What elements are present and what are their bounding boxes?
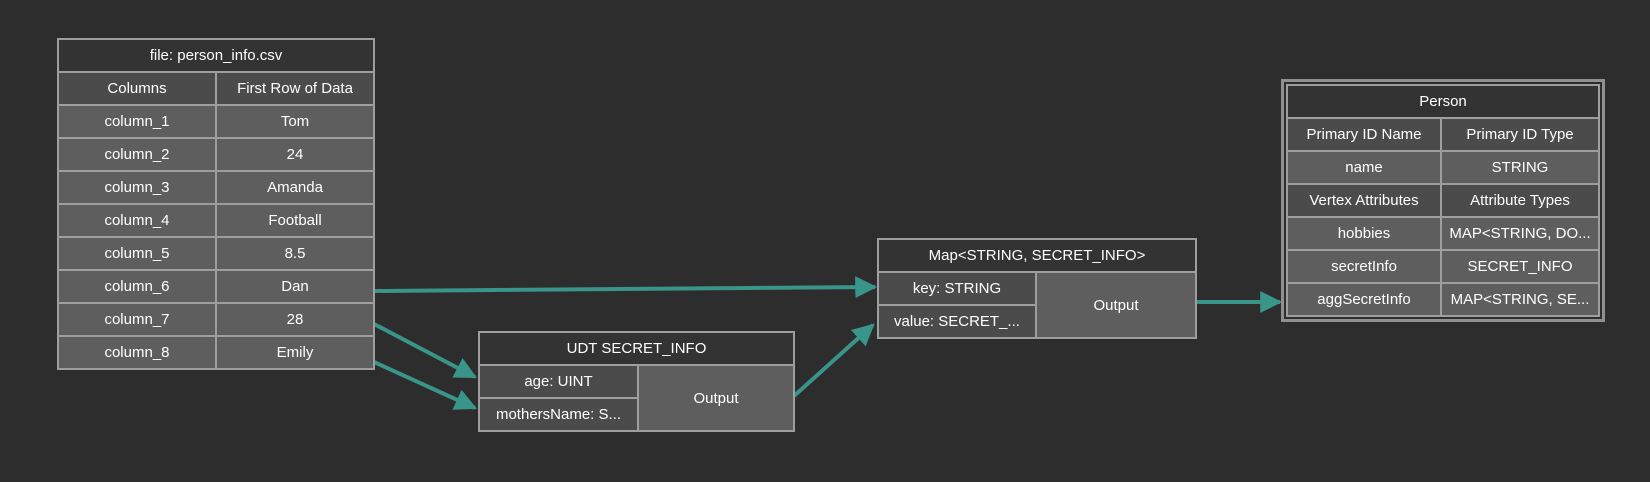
table-row: column_2 24 <box>57 137 376 172</box>
person-attr-type[interactable]: STRING <box>1440 150 1600 185</box>
person-attribute-types-header: Attribute Types <box>1440 183 1600 218</box>
map-node-title[interactable]: Map<STRING, SECRET_INFO> <box>877 238 1197 273</box>
arrow-column8-to-udt-mothersname[interactable] <box>373 360 478 410</box>
person-primary-id-name-header: Primary ID Name <box>1286 117 1442 152</box>
udt-node[interactable]: UDT SECRET_INFO age: UINT Output mothers… <box>478 331 795 432</box>
table-row: column_1 Tom <box>57 104 376 139</box>
person-attr-name[interactable]: secretInfo <box>1286 249 1442 284</box>
table-row: column_8 Emily <box>57 335 376 370</box>
person-node-title[interactable]: Person <box>1286 84 1600 119</box>
file-column-value[interactable]: Amanda <box>214 170 376 205</box>
table-row: aggSecretInfo MAP<STRING, SE... <box>1286 282 1600 317</box>
file-column-value[interactable]: Tom <box>214 104 376 139</box>
person-primary-id-type-header: Primary ID Type <box>1440 117 1600 152</box>
person-vertex-attributes-header: Vertex Attributes <box>1286 183 1442 218</box>
file-column-name[interactable]: column_4 <box>57 203 217 238</box>
map-field-key[interactable]: key: STRING <box>877 271 1037 306</box>
file-column-name[interactable]: column_1 <box>57 104 217 139</box>
map-output-cell[interactable]: Output <box>1035 271 1197 339</box>
arrow-column6-to-map-key[interactable] <box>373 276 878 299</box>
file-column-value[interactable]: 28 <box>214 302 376 337</box>
table-row: name STRING <box>1286 150 1600 185</box>
map-field-value[interactable]: value: SECRET_... <box>877 304 1037 339</box>
table-row: hobbies MAP<STRING, DO... <box>1286 216 1600 251</box>
table-row: column_6 Dan <box>57 269 376 304</box>
file-column-name[interactable]: column_3 <box>57 170 217 205</box>
file-column-name[interactable]: column_8 <box>57 335 217 370</box>
person-attr-name[interactable]: aggSecretInfo <box>1286 282 1442 317</box>
person-attr-name[interactable]: name <box>1286 150 1442 185</box>
file-column-value[interactable]: Dan <box>214 269 376 304</box>
person-attr-type[interactable]: MAP<STRING, SE... <box>1440 282 1600 317</box>
person-node-selection-frame[interactable]: Person Primary ID Name Primary ID Type n… <box>1281 79 1605 322</box>
arrow-udt-output-to-map-value[interactable] <box>792 323 875 398</box>
person-attr-type[interactable]: MAP<STRING, DO... <box>1440 216 1600 251</box>
file-column-value[interactable]: Emily <box>214 335 376 370</box>
person-attr-name[interactable]: hobbies <box>1286 216 1442 251</box>
file-node-title[interactable]: file: person_info.csv <box>56 38 376 73</box>
arrow-column7-to-udt-age[interactable] <box>373 322 477 379</box>
table-row: column_4 Football <box>57 203 376 238</box>
file-columns-header: Columns <box>57 71 217 106</box>
udt-output-cell[interactable]: Output <box>637 364 795 432</box>
person-attr-type[interactable]: SECRET_INFO <box>1440 249 1600 284</box>
udt-node-title[interactable]: UDT SECRET_INFO <box>478 331 795 366</box>
person-node[interactable]: Person Primary ID Name Primary ID Type n… <box>1286 84 1600 317</box>
table-row: column_5 8.5 <box>57 236 376 271</box>
file-column-name[interactable]: column_5 <box>57 236 217 271</box>
file-column-name[interactable]: column_2 <box>57 137 217 172</box>
table-row: column_3 Amanda <box>57 170 376 205</box>
map-node[interactable]: Map<STRING, SECRET_INFO> key: STRING Out… <box>877 238 1197 339</box>
file-column-value[interactable]: 8.5 <box>214 236 376 271</box>
file-node[interactable]: file: person_info.csv Columns First Row … <box>56 38 376 370</box>
file-firstrow-header: First Row of Data <box>214 71 376 106</box>
table-row: secretInfo SECRET_INFO <box>1286 249 1600 284</box>
table-row: column_7 28 <box>57 302 376 337</box>
file-column-name[interactable]: column_6 <box>57 269 217 304</box>
file-column-value[interactable]: 24 <box>214 137 376 172</box>
udt-field-mothersname[interactable]: mothersName: S... <box>478 397 639 432</box>
file-column-value[interactable]: Football <box>214 203 376 238</box>
udt-field-age[interactable]: age: UINT <box>478 364 639 399</box>
file-column-name[interactable]: column_7 <box>57 302 217 337</box>
